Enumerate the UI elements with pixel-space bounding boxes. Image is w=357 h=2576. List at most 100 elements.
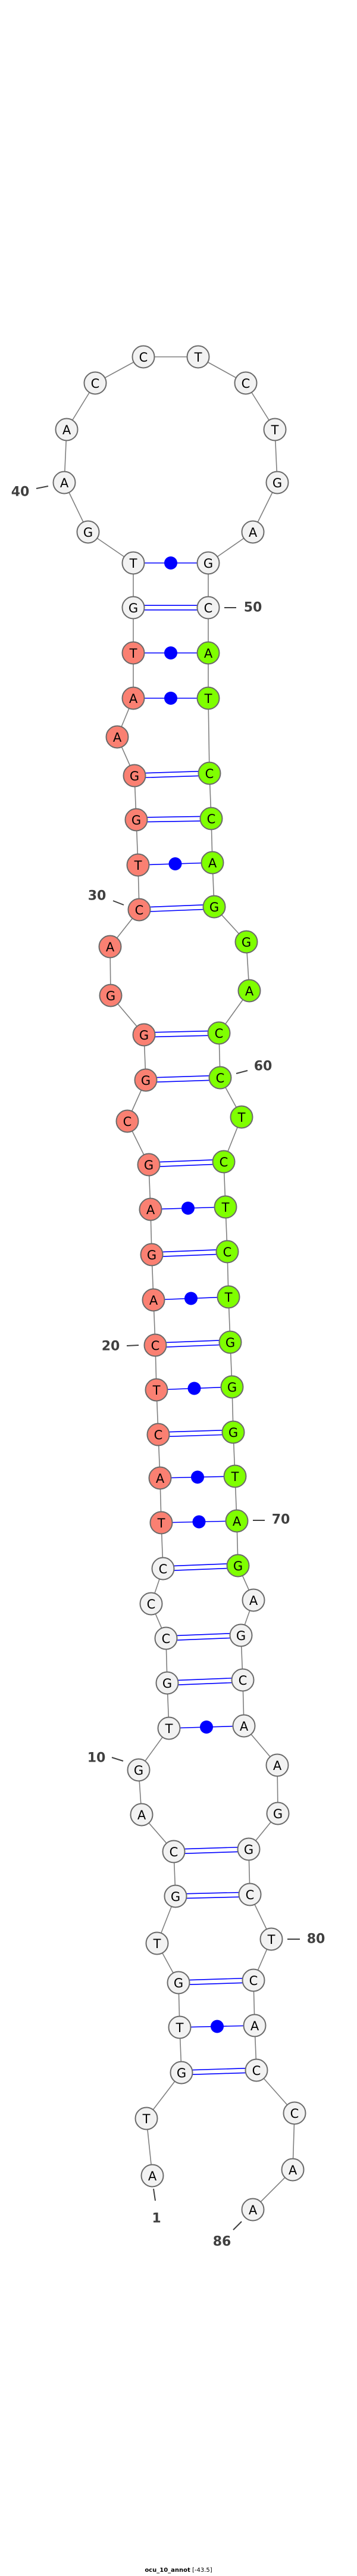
nucleotide-16: T (149, 1511, 173, 1535)
nucleotide-78: G (237, 1837, 261, 1861)
pair-bond-line (155, 1343, 231, 1348)
nucleotide-letter: A (62, 423, 71, 437)
nucleotide-53: C (198, 761, 221, 785)
base-pair (175, 1891, 250, 1899)
nucleotide-57: G (234, 930, 258, 954)
nucleotide-letter: T (152, 1383, 161, 1398)
pair-bond-line (151, 1249, 227, 1253)
nucleotide-circle (208, 1066, 232, 1090)
nucleotide-72: A (242, 1588, 265, 1612)
nucleotide-circle (242, 1588, 265, 1612)
pair-bond-line (152, 1253, 228, 1258)
nucleotide-letter: G (134, 1763, 143, 1778)
nucleotide-1: A (140, 2164, 164, 2188)
position-label-40: 40 (11, 485, 49, 500)
nucleotide-circle (242, 1968, 265, 1992)
pair-bond-line (181, 2067, 256, 2071)
nucleotide-letter: C (123, 1115, 132, 1129)
nucleotide-67: G (220, 1375, 244, 1399)
nucleotide-circle (146, 1423, 170, 1446)
pair-bond-line (136, 816, 211, 819)
pair-bond-line (173, 1846, 249, 1850)
nucleotide-24: G (137, 1153, 161, 1177)
nucleotide-circle (207, 1021, 231, 1045)
nucleotide-circle (148, 1466, 172, 1490)
nucleotide-circle (127, 898, 151, 922)
pair-bond-line (145, 1075, 220, 1079)
nucleotide-circle (237, 1837, 261, 1861)
nucleotide-55: A (201, 851, 224, 875)
pair-bond-line (149, 1163, 224, 1168)
pair-dot-icon (181, 1202, 195, 1215)
base-pair (156, 1382, 233, 1395)
nucleotide-circle (234, 930, 258, 954)
nucleotide-circle (121, 551, 145, 575)
position-label-80: 80 (287, 1932, 325, 1947)
pair-dot-icon (187, 1382, 201, 1395)
nucleotide-30: C (127, 898, 151, 922)
nucleotide-letter: A (273, 1759, 282, 1773)
nucleotide-23: A (139, 1197, 162, 1221)
nucleotide-50: C (196, 596, 220, 620)
nucleotide-letter: G (141, 1074, 151, 1088)
label-number: 1 (152, 2211, 161, 2226)
nucleotide-letter: T (165, 1722, 173, 1736)
nucleotide-82: A (243, 2014, 267, 2037)
backbone-segment (208, 698, 210, 774)
nucleotide-circle (199, 807, 223, 830)
nucleotide-letter: C (159, 1562, 168, 1576)
nucleotide-17: A (148, 1466, 172, 1490)
nucleotide-circle (123, 764, 146, 788)
nucleotide-circle (212, 1150, 236, 1174)
nucleotide-circle (130, 1803, 154, 1827)
nucleotide-letter: C (135, 903, 144, 917)
position-label-60: 60 (236, 1059, 272, 1074)
nucleotide-letter: T (231, 1470, 239, 1484)
nucleotide-letter: T (153, 1937, 161, 1951)
nucleotide-circle (105, 725, 129, 749)
pair-bond-line (144, 1034, 220, 1038)
pair-dot-icon (211, 2020, 224, 2033)
nucleotide-letter: A (240, 1719, 249, 1734)
nucleotide-circle (167, 1971, 190, 1995)
nucleotide-71: G (226, 1554, 250, 1578)
pair-bond-line (148, 1159, 224, 1163)
nucleotide-20: C (143, 1333, 167, 1357)
base-pair (136, 816, 212, 823)
nucleotide-49: G (196, 551, 220, 575)
nucleotide-circle (55, 418, 79, 441)
nucleotide-letter: G (131, 813, 141, 827)
base-pair (139, 904, 215, 913)
nucleotide-32: G (124, 808, 148, 832)
label-tick (126, 1345, 139, 1346)
nucleotide-letter: C (215, 1026, 224, 1041)
position-label-1: 1 (152, 2188, 161, 2226)
nucleotide-letter: G (139, 1028, 149, 1043)
nucleotide-letter: G (209, 900, 219, 914)
base-pair (133, 646, 208, 659)
nucleotide-letter: G (106, 989, 115, 1003)
nucleotide-letter: G (242, 935, 251, 950)
nucleotide-circle (115, 1109, 139, 1133)
nucleotide-circle (83, 371, 107, 395)
nucleotide-letter: C (246, 1888, 255, 1902)
nucleotide-13: C (154, 1626, 178, 1650)
base-pair (173, 1846, 249, 1855)
nucleotide-letter: C (151, 1339, 160, 1353)
pair-bond-line (134, 774, 210, 779)
nucleotide-75: A (232, 1714, 256, 1738)
nucleotide-circle (230, 1105, 253, 1129)
nucleotide-circle (151, 1557, 175, 1581)
nucleotide-letter: T (142, 2112, 151, 2126)
nucleotide-22: G (140, 1243, 164, 1267)
nucleotide-26: G (134, 1068, 158, 1092)
nucleotide-letter: G (273, 476, 282, 490)
nucleotide-letter: C (170, 1845, 178, 1859)
nucleotide-40: A (52, 471, 76, 494)
nucleotide-letter: A (113, 730, 122, 745)
pair-bond-line (181, 2071, 257, 2076)
nucleotide-31: T (126, 853, 150, 877)
nucleotide-circle (243, 2014, 267, 2037)
nucleotide-letter: T (157, 1516, 165, 1530)
